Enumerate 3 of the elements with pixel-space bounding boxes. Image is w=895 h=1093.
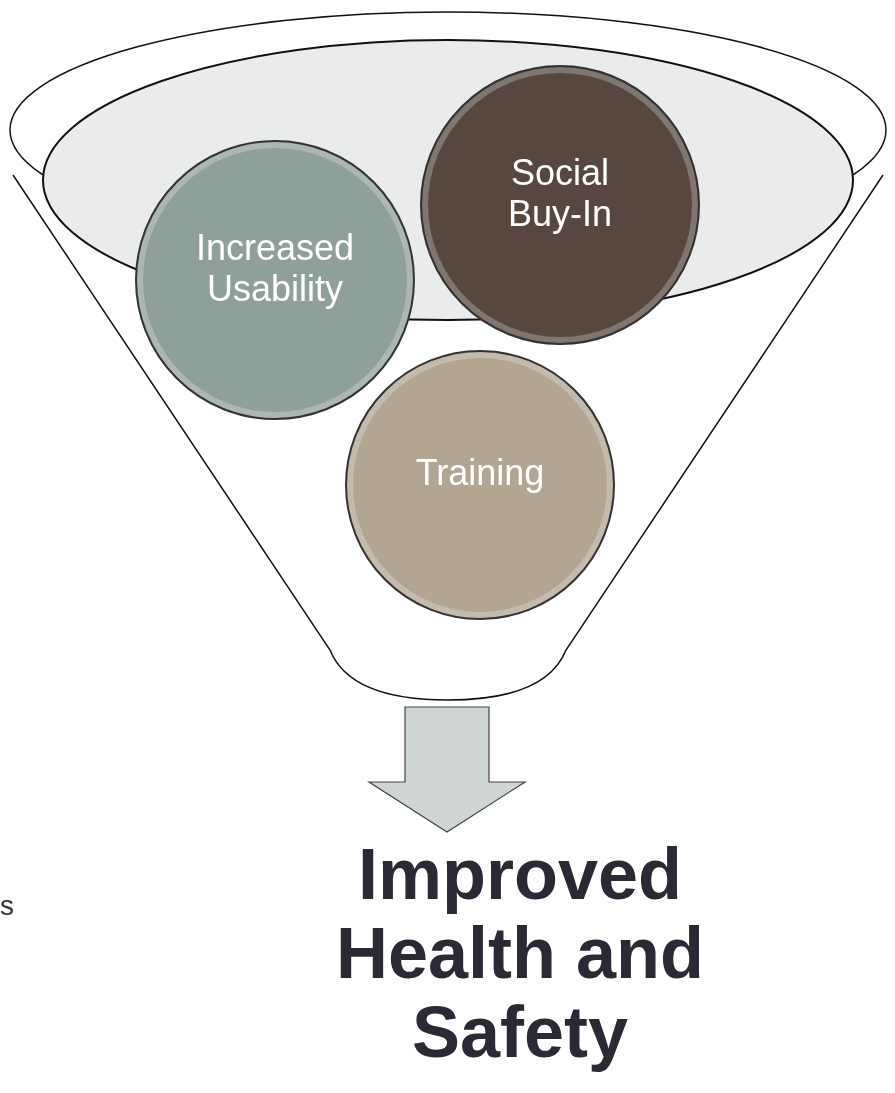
down-arrow (366, 706, 528, 833)
result-text: Improved Health and Safety (290, 835, 750, 1073)
text-fragment: s (0, 892, 14, 920)
